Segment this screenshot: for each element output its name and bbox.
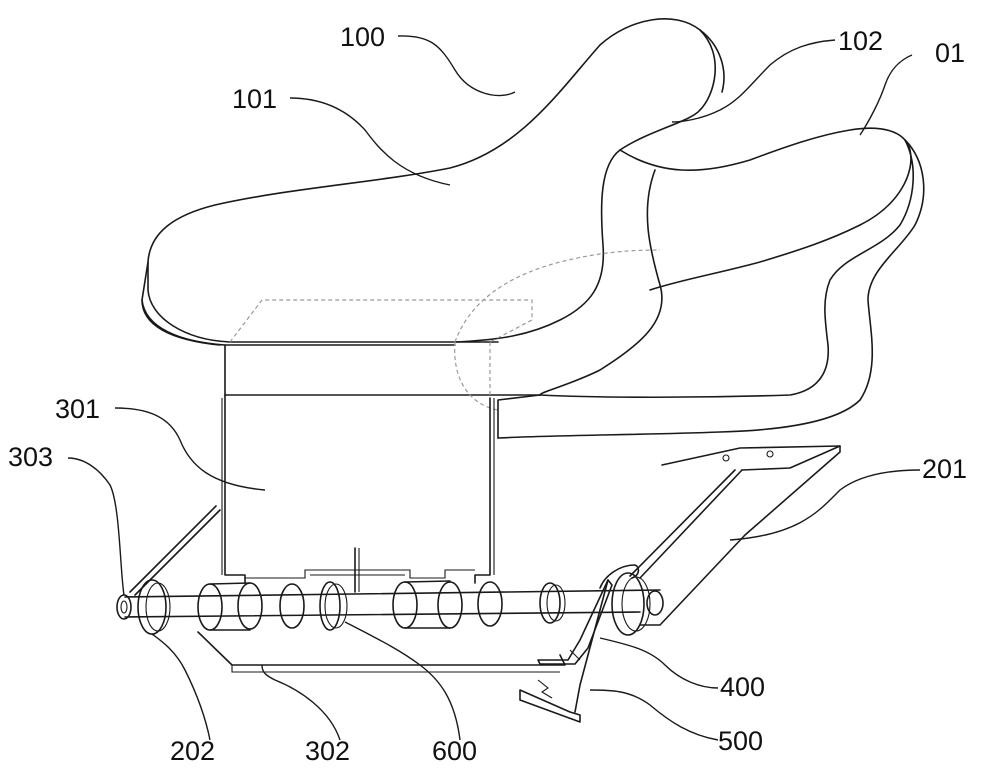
label-400: 400 <box>720 672 765 702</box>
right-arm <box>599 445 841 626</box>
label-600: 600 <box>432 736 477 766</box>
latch-mechanism <box>519 579 613 723</box>
support-plate <box>221 394 495 584</box>
label-102: 102 <box>838 26 883 56</box>
bottom-plate <box>197 631 566 673</box>
reference-labels: 100 101 102 01 301 303 201 202 302 600 4… <box>8 22 967 766</box>
label-201: 201 <box>922 454 967 484</box>
label-303: 303 <box>8 442 53 472</box>
label-100: 100 <box>340 22 385 52</box>
left-arm <box>129 505 221 596</box>
leader-lines <box>67 35 921 741</box>
label-101: 101 <box>232 84 277 114</box>
label-301: 301 <box>55 394 100 424</box>
label-202: 202 <box>170 736 215 766</box>
seat-cushion <box>141 18 925 439</box>
hidden-edges <box>229 249 661 411</box>
label-01: 01 <box>935 38 965 68</box>
shaft-assembly <box>116 547 664 636</box>
label-302: 302 <box>305 736 350 766</box>
label-500: 500 <box>718 726 763 756</box>
